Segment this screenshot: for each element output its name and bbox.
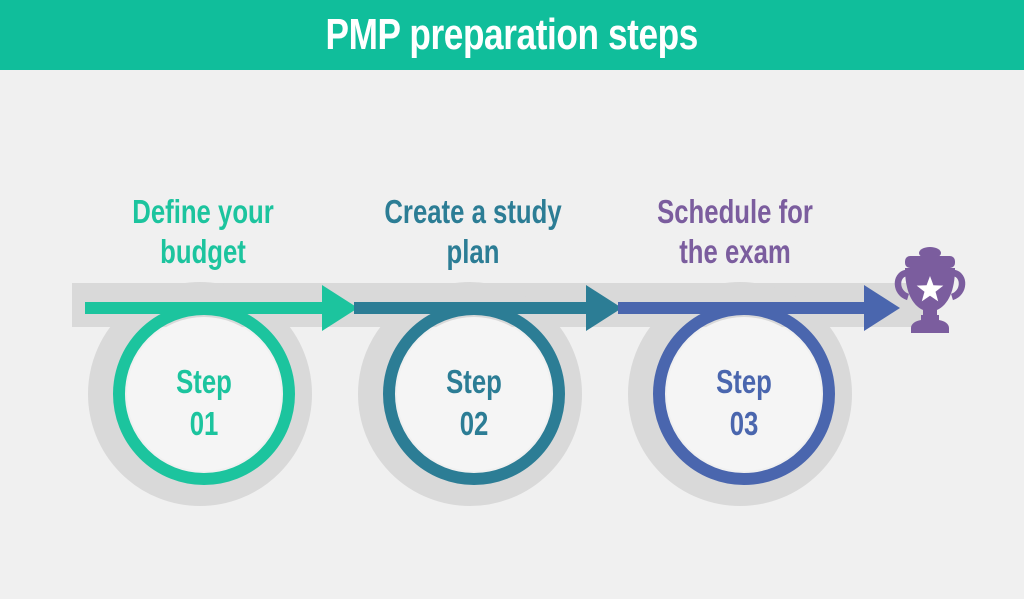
step-1-group [88,282,312,506]
step-3-number: 03 [730,406,759,443]
step-2-title-line2: plan [447,234,500,271]
arrow-1-line [85,302,322,314]
step-2-number: 02 [460,406,489,443]
arrow-2-head-icon [586,285,622,331]
arrow-3-line [618,302,864,314]
trophy-lid [905,256,955,268]
step-1-inner-circle [127,317,281,471]
arrow-3-head-icon [864,285,900,331]
arrow-1-head-icon [322,285,358,331]
arrow-2-line [354,302,586,314]
step-1-title-line1: Define your [132,194,274,231]
step-2-shadow-ring [358,282,582,506]
step-1-word: Step [176,364,232,401]
trophy-left-handle [894,269,910,301]
trophy-icon [894,247,966,333]
step-1-number: 01 [190,406,219,443]
step-2-word: Step [446,364,502,401]
trophy-right-handle [950,269,966,301]
pmp-steps-diagram: Define your budget Create a study plan S… [72,194,966,506]
header-banner: PMP preparation steps [0,0,1024,70]
arrow-2 [354,285,622,331]
step-3-title-line2: the exam [679,234,791,271]
page-title: PMP preparation steps [325,10,699,59]
arrow-1 [85,285,358,331]
step-3-group [628,282,852,506]
step-3-word: Step [716,364,772,401]
star-icon [916,276,944,302]
step-3-title-line1: Schedule for [657,194,813,231]
step-3-inner-circle [667,317,821,471]
step-3-shadow-ring [628,282,852,506]
step-1-shadow-ring [88,282,312,506]
arrow-3 [618,285,900,331]
step-2-title-line1: Create a study [384,194,562,231]
trophy-base [911,315,949,333]
step-2-inner-circle [397,317,551,471]
step-1-title-line2: budget [160,234,246,271]
